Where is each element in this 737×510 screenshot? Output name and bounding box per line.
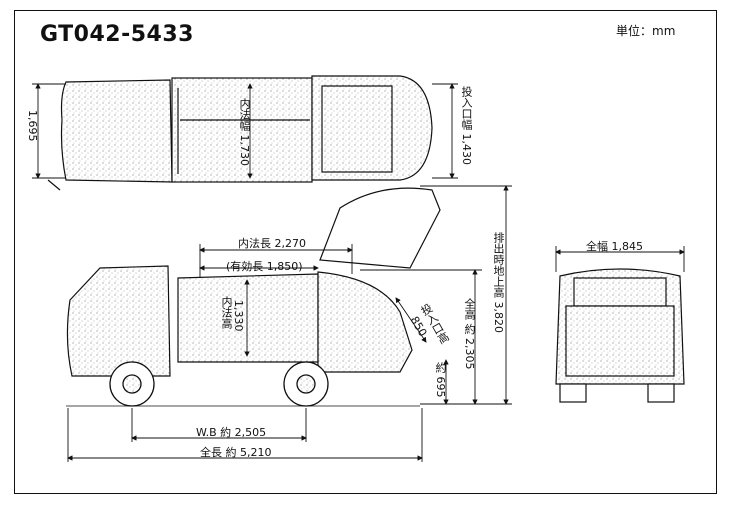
model-number: GT042-5433 [40,22,194,47]
discharge-height-label: 排出時地上高 3,820 [492,232,505,333]
rear-view-drawing [555,268,685,403]
total-length-label: 全長 約 5,210 [200,446,272,459]
unit-label: 単位：mm [616,24,676,38]
wheelbase-label: W.B 約 2,505 [196,426,267,439]
side-view-wheels [109,361,329,407]
loading-width-label: 投入口幅 1,430 [460,86,473,165]
ground-height-label: 約 695 [434,362,447,398]
inner-width-label: 内法幅 1,730 [238,98,251,166]
total-height-label: 全高 約 2,305 [463,298,476,370]
inner-height-label-top: 内法高 [220,296,233,329]
drawing-frame [14,10,717,494]
rear-width-label: 全幅 1,845 [586,240,643,253]
inner-height-label-value: 1,330 [232,300,245,332]
side-view-drawing [66,187,441,377]
top-view-drawing [47,75,433,191]
top-width-label: 1,695 [26,110,39,142]
dim-line-loading-height [395,297,427,343]
effective-length-label: (有効長 1,850) [226,260,303,273]
inner-length-label: 内法長 2,270 [238,237,306,250]
